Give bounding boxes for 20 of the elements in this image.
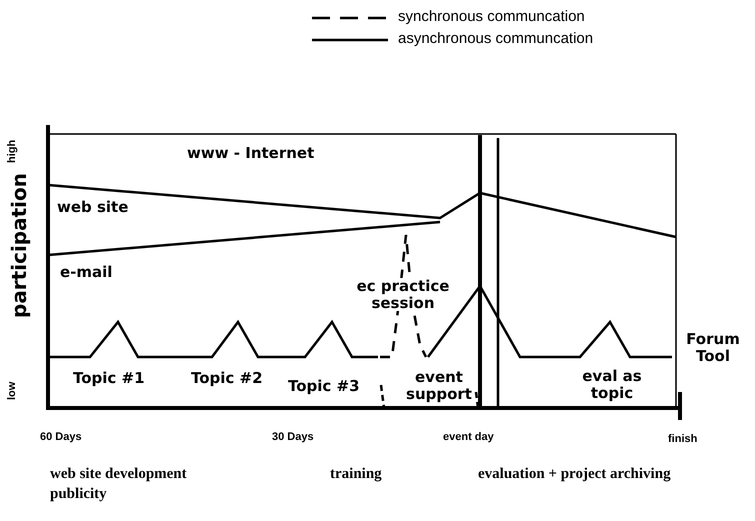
axis-title: participation xyxy=(8,172,30,318)
legend-text: asynchronous communcation xyxy=(398,31,594,48)
tick-label: 30 Days xyxy=(272,431,314,444)
tick-label: event day xyxy=(443,431,494,444)
legend-text: synchronous communcation xyxy=(398,9,585,26)
phase-label: publicity xyxy=(50,486,107,502)
region-label: www - Internet xyxy=(187,145,314,162)
axis-label: low xyxy=(6,382,18,400)
tick-label: 60 Days xyxy=(40,431,82,444)
phase-label: training xyxy=(330,466,382,482)
phase-label: web site development xyxy=(50,466,187,482)
peak-label: Topic #2 xyxy=(191,370,263,386)
peak-label: Topic #3 xyxy=(288,378,360,394)
peak-label: Topic #1 xyxy=(73,370,145,386)
axis-label: high xyxy=(6,140,18,163)
peak-label: event support xyxy=(404,369,474,402)
region-label: e-mail xyxy=(60,264,112,280)
phase-label: evaluation + project archiving xyxy=(478,466,671,482)
tick-label: finish xyxy=(668,433,698,446)
region-label: web site xyxy=(57,199,128,216)
